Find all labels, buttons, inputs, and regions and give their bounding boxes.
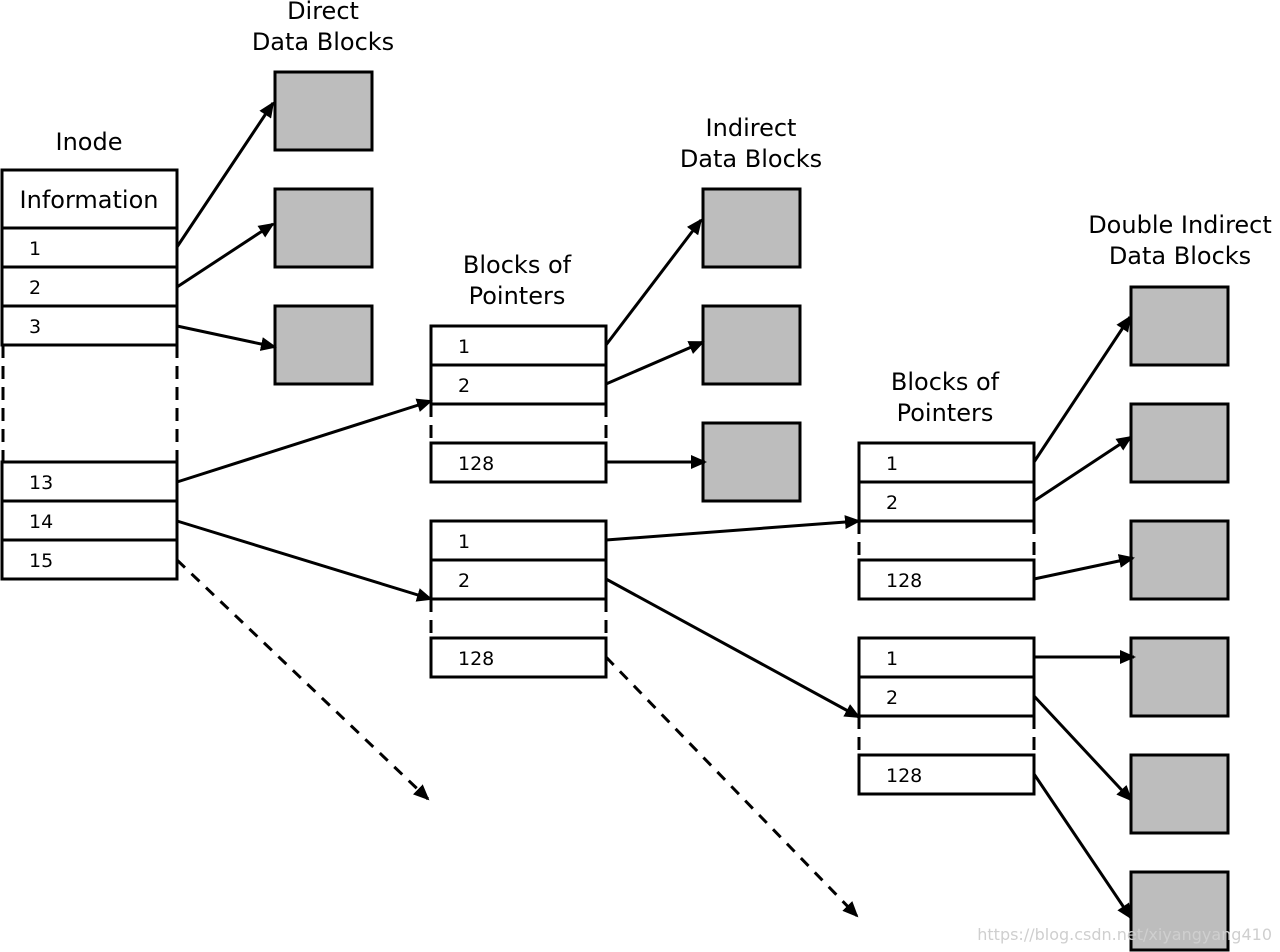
- pointer-cell-label: 1: [886, 453, 898, 475]
- pointer-cell-label: 2: [458, 570, 470, 592]
- double-heading-line1: Double Indirect: [1088, 211, 1272, 239]
- pointer-block-elision: [429, 404, 608, 443]
- arrow-l2a-128-to-double-block-3: [1033, 554, 1135, 581]
- pointer-cell: [429, 363, 608, 406]
- arrow-inode-2-to-direct-block-2: [176, 222, 275, 289]
- inode-slot-14: [0, 499, 179, 542]
- pointer-cell-label: 128: [458, 648, 494, 670]
- arrow-double-l1-128-continuation: [604, 655, 859, 918]
- pointer-cell: [429, 558, 608, 601]
- arrow-double-l1-2-to-l2-b: [605, 577, 861, 719]
- pointer-block-elision: [857, 716, 1036, 755]
- arrow-double-l1-1-to-l2-a: [605, 515, 861, 542]
- inode-slot-13-label: 13: [29, 472, 53, 494]
- pointer-block-elision: [857, 521, 1036, 560]
- inode-slot-3-label: 3: [29, 316, 41, 338]
- inode-information-cell: [0, 168, 179, 230]
- pointer-cell-label: 2: [886, 687, 898, 709]
- direct-data-block: [273, 304, 374, 386]
- inode-table: [0, 168, 179, 581]
- arrow-inode-13-to-single-indirect: [176, 398, 433, 484]
- indirect-data-block: [701, 187, 802, 269]
- pointer-cell: [429, 636, 608, 679]
- arrow-single-2-to-indirect-block-2: [605, 340, 705, 386]
- pointer-cell: [857, 753, 1036, 796]
- pointers-heading-2-line2: Pointers: [897, 399, 994, 427]
- pointer-block-double-level2-a: [857, 441, 1036, 601]
- double-indirect-data-block: [1129, 636, 1230, 718]
- double-indirect-data-block: [1129, 519, 1230, 601]
- pointer-arrows: [175, 101, 1136, 920]
- pointer-block-single-indirect: [429, 324, 608, 484]
- pointer-cell: [857, 558, 1036, 601]
- pointer-cell: [857, 675, 1036, 718]
- direct-data-block: [273, 70, 374, 152]
- arrow-inode-1-to-direct-block-1: [175, 101, 275, 248]
- pointer-cell-label: 128: [886, 570, 922, 592]
- direct-heading-line2: Data Blocks: [252, 28, 394, 56]
- arrow-inode-3-to-direct-block-3: [176, 324, 277, 351]
- pointer-block-elision: [429, 599, 608, 638]
- pointers-heading-1-line2: Pointers: [469, 282, 566, 310]
- pointer-cell-label: 2: [458, 375, 470, 397]
- data-blocks: [273, 70, 1230, 952]
- pointer-cell-label: 2: [886, 492, 898, 514]
- pointer-block-double-level1: [429, 519, 608, 679]
- indirect-heading-line1: Indirect: [706, 114, 797, 142]
- inode-slot-15-label: 15: [29, 550, 53, 572]
- arrow-l2a-1-to-double-block-1: [1032, 315, 1132, 463]
- inode-heading: Inode: [56, 128, 123, 156]
- double-indirect-data-block: [1129, 285, 1230, 367]
- indirect-heading-line2: Data Blocks: [680, 145, 822, 173]
- double-indirect-data-block: [1129, 870, 1230, 952]
- direct-heading-line1: Direct: [287, 0, 359, 25]
- pointer-cell: [429, 324, 608, 367]
- double-indirect-data-block: [1129, 402, 1230, 484]
- inode-elision: [1, 345, 179, 462]
- continuation-arrows: [175, 558, 859, 918]
- pointer-cell-label: 128: [886, 765, 922, 787]
- arrow-l2b-128-to-double-block-6: [1032, 773, 1133, 920]
- arrow-single-1-to-indirect-block-1: [604, 218, 703, 346]
- indirect-data-block: [701, 421, 802, 503]
- watermark: https://blog.csdn.net/xiyangyang410: [977, 925, 1272, 944]
- double-indirect-data-block: [1129, 753, 1230, 835]
- pointer-cell-label: 1: [886, 648, 898, 670]
- pointer-cell-label: 128: [458, 453, 494, 475]
- arrow-inode-14-to-double-indirect: [176, 519, 433, 602]
- pointer-cell: [857, 480, 1036, 523]
- inode-slot-3: [0, 304, 179, 347]
- arrow-l2a-2-to-double-block-2: [1033, 435, 1133, 503]
- arrow-inode-15-continuation: [175, 558, 430, 801]
- pointer-cell: [429, 519, 608, 562]
- arrow-l2b-2-to-double-block-5: [1032, 694, 1133, 802]
- pointer-cell: [429, 441, 608, 484]
- pointers-heading-2-line1: Blocks of: [891, 368, 1000, 396]
- double-heading-line2: Data Blocks: [1109, 242, 1251, 270]
- inode-slot-2-label: 2: [29, 277, 41, 299]
- inode-slot-1-label: 1: [29, 238, 41, 260]
- inode-slot-14-label: 14: [29, 511, 53, 533]
- indirect-data-block: [701, 304, 802, 386]
- pointer-cell-label: 1: [458, 336, 470, 358]
- inode-slot-15: [0, 538, 179, 581]
- pointers-heading-1-line1: Blocks of: [463, 251, 572, 279]
- inode-information-label: Information: [20, 186, 159, 214]
- pointer-cell-label: 1: [458, 531, 470, 553]
- direct-data-block: [273, 187, 374, 269]
